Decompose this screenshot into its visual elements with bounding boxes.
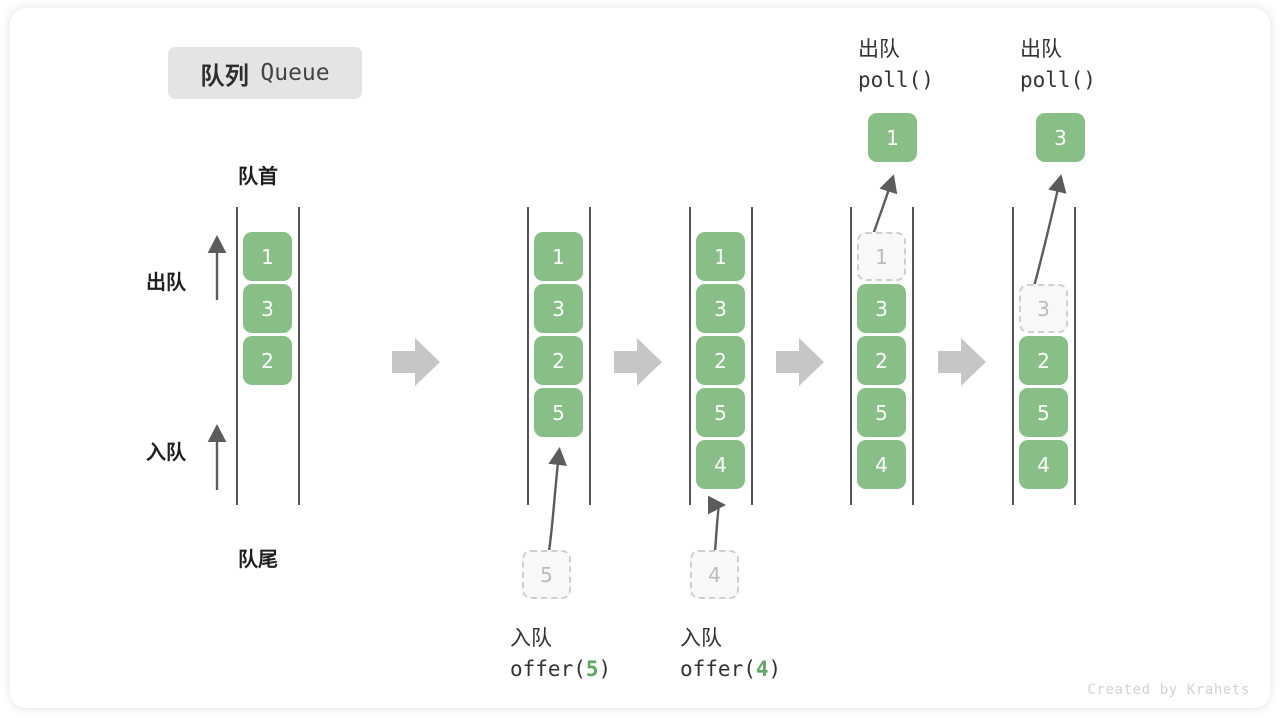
queue-cell: 2 [857,336,906,385]
queue-rail-right [751,207,753,505]
operation-fn-open: offer( [680,657,756,681]
queue-cell-new: 4 [696,440,745,489]
queue-cell: 4 [1019,440,1068,489]
queue-cell: 3 [243,284,292,333]
operation-arg: 5 [585,657,599,681]
operation-fn-open: offer( [510,657,586,681]
incoming-ghost-cell: 4 [690,550,739,599]
operation-signature: poll() [1020,68,1096,92]
watermark-credit: Created by Krahets [1087,682,1250,698]
queue-rail-right [298,207,300,505]
queue-cell: 3 [857,284,906,333]
incoming-ghost-cell: 5 [522,550,571,599]
queue-cell: 2 [534,336,583,385]
operation-signature: poll() [858,68,934,92]
queue-cell: 4 [857,440,906,489]
queue-cell: 3 [696,284,745,333]
operation-signature: offer(5) [510,657,611,681]
queue-cell: 5 [696,388,745,437]
enqueue-motion-arrow-2 [707,495,726,552]
queue-rail-right [1074,207,1076,505]
queue-cell: 5 [1019,388,1068,437]
queue-rail-left [1012,207,1014,505]
queue-cell: 1 [243,232,292,281]
poll-motion-arrow-2 [1030,174,1067,295]
queue-cell: 2 [243,336,292,385]
queue-rail-right [589,207,591,505]
dequeue-legend-label: 出队 [146,272,186,294]
queue-cell: 3 [534,284,583,333]
diagram-title-chip: 队列 Queue [168,47,362,99]
title-cn: 队列 [200,62,250,90]
queue-rail-left [236,207,238,505]
title-en: Queue [260,60,330,86]
operation-label-cn: 出队 [1020,38,1062,61]
flow-arrow-1 [392,338,440,386]
poll-result-cell: 1 [868,113,917,162]
flow-arrow-3 [776,338,824,386]
queue-rail-left [527,207,529,505]
queue-cell: 5 [857,388,906,437]
queue-cell-new: 5 [534,388,583,437]
enqueue-legend-label: 入队 [146,442,186,464]
operation-label-cn: 入队 [680,627,722,650]
operation-fn-close: ) [598,657,612,681]
queue-rail-left [850,207,852,505]
queue-rail-left [689,207,691,505]
operation-arg: 4 [755,657,769,681]
operation-fn-close: ) [768,657,782,681]
operation-signature: offer(4) [680,657,781,681]
outgoing-ghost-cell: 3 [1019,284,1068,333]
queue-cell: 1 [696,232,745,281]
queue-head-label: 队首 [238,166,278,188]
queue-cell: 1 [534,232,583,281]
operation-label-cn: 出队 [858,38,900,61]
queue-tail-label: 队尾 [238,549,278,571]
poll-result-cell: 3 [1036,113,1085,162]
queue-cell: 2 [1019,336,1068,385]
queue-rail-right [912,207,914,505]
flow-arrow-4 [938,338,986,386]
outgoing-ghost-cell: 1 [857,232,906,281]
enqueue-motion-arrow-1 [547,447,567,552]
operation-label-cn: 入队 [510,627,552,650]
flow-arrow-2 [614,338,662,386]
queue-cell: 2 [696,336,745,385]
